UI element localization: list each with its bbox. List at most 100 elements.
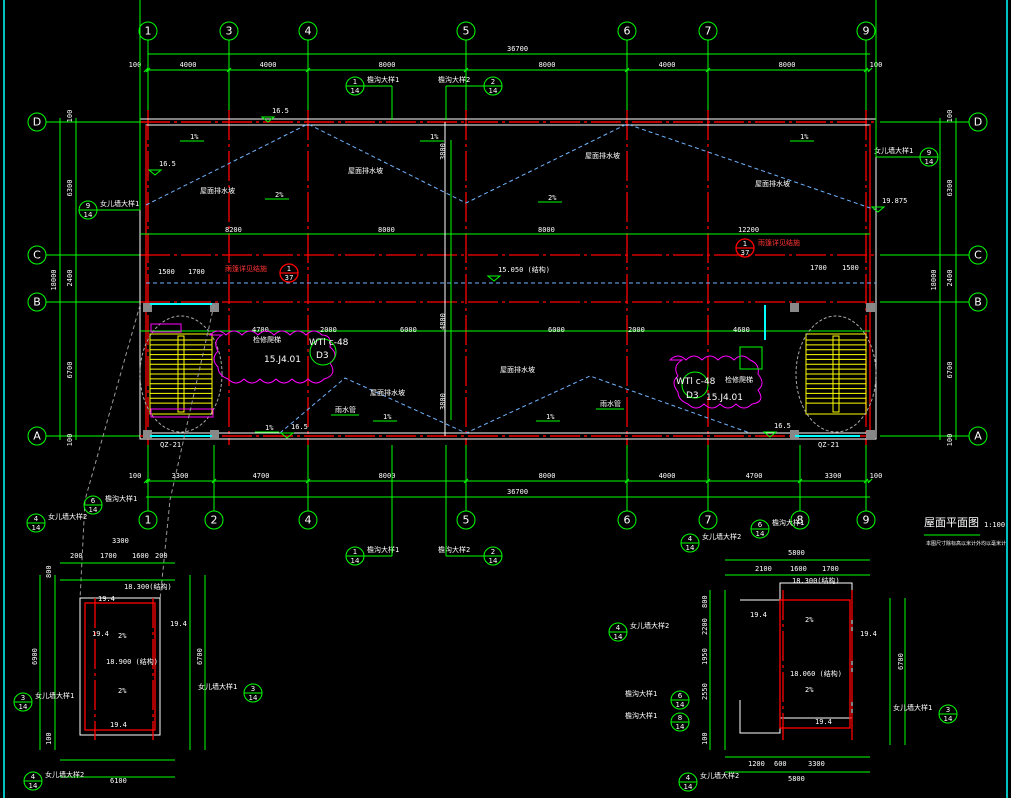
dim-top-0: 100: [129, 61, 142, 69]
callout-eave-1-bottom-sheet: 14: [351, 557, 360, 565]
dim-tick: [305, 67, 311, 73]
detail-left-dim-top: 1600: [132, 552, 149, 560]
detail-right-dim-side: 2550: [701, 683, 709, 700]
detail-right-callout-sheet: 14: [684, 783, 693, 791]
dim-inner: 8200: [225, 226, 242, 234]
callout-canopy-right-num: 1: [743, 240, 747, 248]
column: [790, 303, 799, 312]
detail-right-callout-label: 女儿墙大样2: [630, 621, 669, 630]
dim-inner-v: 3800: [439, 393, 447, 410]
detail-right-callout-label: 女儿墙大样1: [893, 703, 932, 712]
detail-right-dim-total: 5800: [788, 549, 805, 557]
dim-tick: [463, 67, 469, 73]
detail-right-callout-sheet: 14: [676, 701, 685, 709]
slope-label: 1%: [430, 133, 439, 141]
dim-top-5: 4000: [659, 61, 676, 69]
dim-right-0: 100: [946, 110, 954, 123]
drain-label: 雨水管: [600, 399, 621, 408]
detail-left-callout-num: 3: [251, 685, 255, 693]
detail-right-callout-label: 檐沟大样1: [772, 518, 804, 527]
dim-right-3: 6700: [946, 362, 954, 379]
axis-bubble-top-1: 1: [145, 25, 152, 38]
detail-right-callout-label: 檐沟大样1: [625, 689, 657, 698]
elevation-marker: [762, 431, 778, 438]
ridge-line-bottom: [279, 375, 751, 434]
detail-right-callout-num: 4: [616, 624, 621, 632]
detail-left-callout-label: 女儿墙大样1: [198, 682, 237, 691]
detail-left-dim-top: 200: [70, 552, 83, 560]
dim-bottom-1: 3300: [172, 472, 189, 480]
axis-bubble-left-A: A: [33, 430, 41, 443]
dim-tick: [145, 67, 151, 73]
elevation-e2: 16.5: [159, 160, 176, 168]
callout-eave-2-bottom-num: 2: [491, 548, 495, 556]
dim-inner: 6000: [548, 326, 565, 334]
dim-inner: 1500: [842, 264, 859, 272]
axis-bubble-top-5: 5: [463, 25, 470, 38]
detail-left-wall: [84, 602, 156, 731]
detail-left-callout-label: 女儿墙大样2: [45, 770, 84, 779]
column: [143, 430, 152, 439]
slope-label: 1%: [546, 413, 555, 421]
callout-canopy-left-num: 1: [287, 265, 291, 273]
detail-right-outline: [739, 582, 853, 734]
elevation-marker: [486, 275, 502, 282]
column: [866, 430, 875, 439]
dim-inner: 1700: [810, 264, 827, 272]
callout-parapet-right-label: 女儿墙大样1: [874, 146, 913, 155]
gutter-label: 屋面排水坡: [370, 388, 405, 397]
axis-bubble-bottom-8: 8: [797, 514, 804, 527]
detail-right-callout-num: 8: [678, 714, 682, 722]
detail-left-edge: 19.4: [98, 595, 115, 603]
detail-right-callout-num: 6: [758, 521, 763, 529]
detail-right-dim-bottom: 600: [774, 760, 787, 768]
hatch-ref-left: 15.J4.01: [264, 355, 301, 365]
stair-handrail: [177, 335, 185, 413]
dim-top-4: 8000: [539, 61, 556, 69]
dim-top-total: 36700: [507, 45, 528, 53]
axis-bubble-right-B: B: [974, 296, 982, 309]
detail-right-dim-side: 100: [701, 732, 709, 745]
axis-bubble-bottom-6: 6: [624, 514, 631, 527]
drawing-note: 本图尺寸除标高以米计外均以毫米计: [926, 540, 1006, 547]
detail-left-dim-top: 200: [155, 552, 168, 560]
dim-right-4: 100: [946, 434, 954, 447]
axis-bubble-right-D: D: [974, 116, 982, 129]
callout-parapet-right-sheet: 14: [925, 158, 934, 166]
detail-left-callout-sheet: 14: [29, 782, 38, 790]
dim-tick: [226, 67, 232, 73]
detail-left-dim-bottom: 6100: [110, 777, 127, 785]
elevation-marker: [870, 206, 886, 213]
detail-left-dim-total: 3300: [112, 537, 129, 545]
callout-canopy-right-sheet: 37: [741, 249, 750, 257]
detail-left-elev-top: 18.300(结构): [124, 582, 172, 591]
dim-tick: [705, 478, 711, 484]
axis-bubble-top-3: 3: [226, 25, 233, 38]
axis-bubble-top-9: 9: [863, 25, 870, 38]
stair-label-right: QZ-21: [818, 441, 839, 449]
callout-parapet-left-sheet: 14: [84, 211, 93, 219]
dim-left-3: 6700: [66, 362, 74, 379]
dim-inner: 8000: [378, 226, 395, 234]
dim-tick: [797, 478, 803, 484]
detail-left-edge: 19.4: [110, 721, 127, 729]
dim-inner: 4600: [733, 326, 750, 334]
detail-right-edge: 19.4: [750, 611, 767, 619]
detail-right-dim-bottom: 1200: [748, 760, 765, 768]
detail-left-callout-num: 4: [34, 515, 39, 523]
detail-leader: [159, 304, 215, 601]
roof-hatch: [739, 346, 763, 370]
detail-right-dim-side: 800: [701, 595, 709, 608]
elevation-marker: [260, 116, 276, 123]
detail-circle-right: [681, 371, 709, 399]
detail-left-dim-side: 6700: [196, 648, 204, 665]
callout-eave-1-bottom-label: 檐沟大样1: [367, 545, 399, 554]
axis-bubble-bottom-5: 5: [463, 514, 470, 527]
dim-inner: 4700: [252, 326, 269, 334]
detail-right-callout-label: 女儿墙大样2: [700, 771, 739, 780]
detail-right-wall: [779, 599, 851, 729]
detail-right-dim-top: 2100: [755, 565, 772, 573]
dim-tick: [143, 67, 149, 73]
dim-bottom-6: 4700: [746, 472, 763, 480]
